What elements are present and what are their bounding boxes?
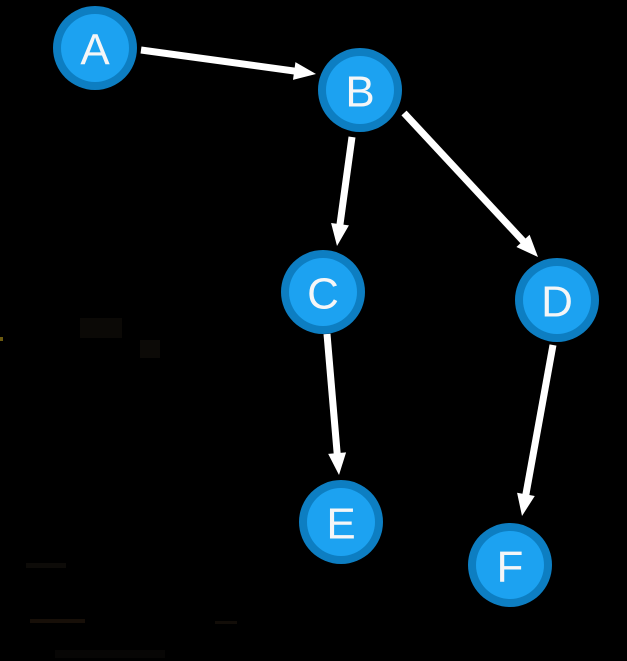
edge-C-E-shaft [323,333,341,457]
node-A-fill [61,14,129,82]
node-C-fill [289,258,357,326]
graph-node-E: E [299,480,383,564]
edge-C-E-arrowhead-icon [328,452,347,475]
background-artifact [30,619,85,623]
background-artifact [0,337,3,341]
graph-node-B: B [318,48,402,132]
node-D-fill [523,266,591,334]
edge-A-B [140,46,316,80]
background-artifact [26,563,66,568]
node-B-fill [326,56,394,124]
edge-B-D-arrowhead-icon [516,234,538,257]
edge-D-F [517,344,557,516]
graph-node-D: D [515,258,599,342]
edge-C-E [323,333,347,475]
edge-A-B-shaft [140,46,298,75]
edge-D-F-shaft [521,344,557,498]
background-artifact [140,340,160,358]
graph-node-F: F [468,523,552,607]
background-artifact [80,318,122,338]
background-artifact [215,621,237,624]
node-F-fill [476,531,544,599]
edge-D-F-arrowhead-icon [517,492,535,516]
edge-B-C-shaft [336,136,356,228]
edge-A-B-arrowhead-icon [292,62,316,80]
edge-B-C [331,136,356,246]
background-artifact [55,650,165,658]
node-E-fill [307,488,375,556]
graph-node-C: C [281,250,365,334]
edge-B-D [401,110,538,257]
edge-B-C-arrowhead-icon [331,222,349,246]
edge-B-D-shaft [401,110,528,246]
graph-node-A: A [53,6,137,90]
